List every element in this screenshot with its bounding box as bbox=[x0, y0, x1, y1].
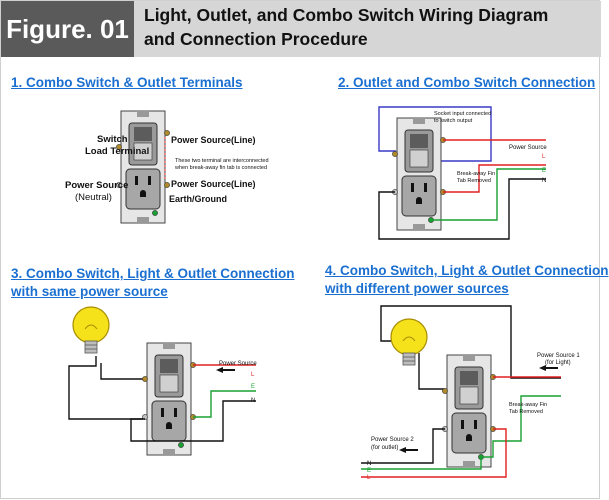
section-1-diagram: Switch Load Terminal Power Source(Line) … bbox=[65, 110, 269, 224]
s1-neutral-label-1: Power Source bbox=[65, 180, 128, 191]
s4-wire-l: L bbox=[367, 475, 371, 481]
section-4-diagram: Power Source 1 (for Light) Break-away Fi… bbox=[361, 305, 580, 481]
s1-earth-label: Earth/Ground bbox=[169, 194, 227, 204]
s4-breakaway-2: Tab Removed bbox=[509, 409, 543, 415]
section-2-title: 2. Outlet and Combo Switch Connection bbox=[338, 75, 596, 90]
s4-wire-e: E bbox=[367, 468, 371, 474]
section-3-diagram: Power Source L E N bbox=[68, 306, 257, 456]
s4-breakaway-1: Break-away Fin bbox=[509, 402, 547, 408]
s1-note-line-2: when break-away fin tab is connected bbox=[174, 165, 267, 171]
s4-ps1-label-2: (for Light) bbox=[545, 360, 571, 366]
s1-neutral-label-2: (Neutral) bbox=[75, 192, 112, 203]
s2-neutral-wire bbox=[378, 178, 546, 240]
s2-socket-note-1: Socket input connected bbox=[434, 111, 491, 117]
figure-label: Figure. 01 bbox=[1, 1, 134, 57]
s2-combo-device bbox=[391, 117, 447, 231]
s1-note-line-1: These two terminal are interconnected bbox=[175, 158, 269, 164]
s4-ps1-label-1: Power Source 1 bbox=[537, 353, 580, 359]
s1-combo-device bbox=[115, 110, 171, 224]
s4-ps2-label-2: (for outlet) bbox=[371, 445, 398, 451]
header: Figure. 01 Light, Outlet, and Combo Swit… bbox=[1, 1, 601, 57]
s4-combo-device bbox=[441, 354, 497, 468]
s4-wire-n: N bbox=[367, 461, 371, 467]
section-1-title: 1. Combo Switch & Outlet Terminals bbox=[11, 75, 243, 90]
title-line-1: Light, Outlet, and Combo Switch Wiring D… bbox=[144, 5, 549, 25]
title-box: Light, Outlet, and Combo Switch Wiring D… bbox=[134, 1, 601, 57]
section-3-title-line-2: with same power source bbox=[11, 284, 168, 299]
section-4-title-line-1: 4. Combo Switch, Light & Outlet Connecti… bbox=[325, 263, 609, 278]
s3-power-source-label: Power Source bbox=[219, 361, 257, 367]
s2-breakaway-2: Tab Removed bbox=[457, 178, 491, 184]
title-line-2: and Connection Procedure bbox=[144, 29, 368, 49]
s2-earth-wire bbox=[431, 168, 546, 221]
s4-neutral-wire-2 bbox=[361, 428, 445, 464]
s2-wire-e: E bbox=[542, 168, 546, 174]
s1-power-line-top-label: Power Source(Line) bbox=[171, 135, 256, 145]
section-4-title-line-2: with different power sources bbox=[325, 281, 509, 296]
s3-wire-n: N bbox=[251, 398, 255, 404]
s1-power-line-bottom-label: Power Source(Line) bbox=[171, 179, 256, 189]
s3-neutral-wire bbox=[130, 400, 256, 442]
section-2-diagram: Socket input connected to switch output … bbox=[378, 106, 547, 240]
s4-bulb bbox=[390, 318, 428, 366]
s2-power-source-label: Power Source bbox=[509, 145, 547, 151]
s3-wire-l: L bbox=[251, 372, 255, 378]
s2-socket-note-2: to switch output bbox=[434, 118, 473, 124]
s3-earth-wire bbox=[193, 390, 256, 418]
section-3-title-line-1: 3. Combo Switch, Light & Outlet Connecti… bbox=[11, 266, 295, 281]
s2-wire-n: N bbox=[542, 178, 546, 184]
s1-load-terminal-label: Load Terminal bbox=[85, 146, 149, 157]
s4-ps2-label-1: Power Source 2 bbox=[371, 437, 414, 443]
s1-switch-label: Switch bbox=[97, 134, 128, 145]
s4-earth-wire-2 bbox=[361, 457, 482, 470]
s3-wire-e: E bbox=[251, 384, 255, 390]
s3-bulb bbox=[72, 306, 110, 354]
s2-breakaway-1: Break-away Fin bbox=[457, 171, 495, 177]
s2-wire-l: L bbox=[542, 154, 546, 160]
s3-combo-device bbox=[141, 342, 197, 456]
s2-load-wire bbox=[378, 106, 492, 162]
s4-line-wire-2 bbox=[361, 428, 507, 478]
s4-earth-wire-1 bbox=[481, 395, 561, 458]
